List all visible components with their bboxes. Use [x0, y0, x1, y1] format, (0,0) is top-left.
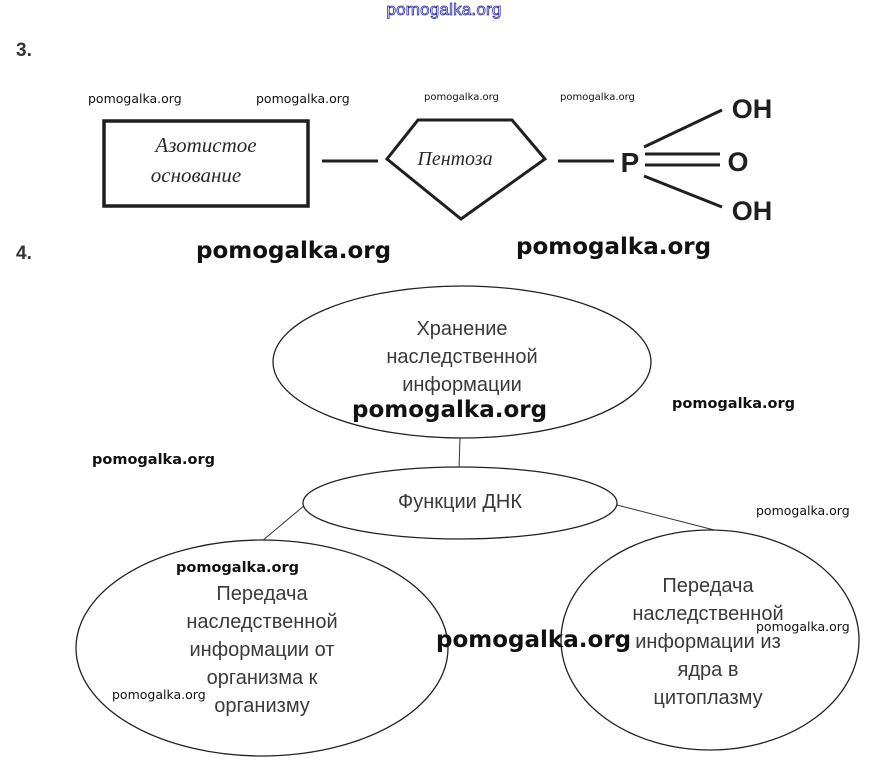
watermark: pomogalka.org [256, 91, 350, 106]
node-storage: Хранение наследственной информации [272, 285, 652, 439]
connector-right [616, 504, 719, 532]
watermark: pomogalka.org [516, 234, 712, 260]
watermark: pomogalka.org [196, 238, 392, 264]
node-right-line-5: цитоплазму [653, 687, 762, 709]
node-right-line-2: наследственной [632, 603, 783, 625]
task-4-number: 4. [16, 243, 32, 264]
watermark: pomogalka.org [92, 452, 215, 468]
dna-functions-diagram: Хранение наследственной информации Функц… [75, 285, 860, 757]
watermark: pomogalka.org [112, 687, 206, 702]
node-left-line-3: информации от [190, 639, 335, 661]
header-watermark: pomogalka.org [386, 0, 502, 19]
node-storage-ellipse [272, 285, 652, 439]
connector-top [458, 437, 461, 470]
watermark: pomogalka.org [436, 627, 632, 653]
pentose-shape: Пентоза [384, 118, 548, 221]
node-left-line-4: организма к [207, 667, 318, 689]
watermark: pomogalka.org [756, 619, 850, 634]
pentose-label: Пентоза [416, 148, 492, 170]
phosphate-group: P OH O OH [621, 94, 773, 226]
node-center: Функции ДНК [302, 466, 618, 540]
node-left: Передача наследственной информации от ор… [75, 539, 449, 757]
node-left-ellipse [75, 539, 449, 757]
connector-left [261, 504, 306, 542]
bond-p-oh-bottom [643, 174, 723, 209]
phosphorus-label: P [621, 147, 640, 178]
task-3-number: 3. [16, 40, 32, 61]
nitrogen-base-line1: Азотистое [153, 133, 256, 157]
oh-top-label: OH [732, 94, 773, 124]
node-center-label: Функции ДНК [398, 491, 522, 513]
node-right-ellipse [560, 529, 860, 751]
node-storage-line-3: информации [402, 374, 522, 396]
nitrogen-base-border [102, 119, 310, 208]
node-center-ellipse [302, 466, 618, 540]
bond-p-oh-top [643, 108, 723, 149]
node-right-line-1: Передача [662, 575, 754, 597]
watermark: pomogalka.org [560, 92, 635, 103]
node-left-line-5: организму [214, 695, 310, 717]
nitrogen-base-line2: основание [151, 163, 241, 187]
watermark: pomogalka.org [88, 91, 182, 106]
pentose-outline [384, 118, 548, 221]
node-storage-line-1: Хранение [416, 318, 507, 340]
watermark: pomogalka.org [424, 92, 499, 103]
watermark: pomogalka.org [756, 503, 850, 518]
watermark: pomogalka.org [672, 396, 795, 412]
watermark: pomogalka.org [352, 397, 548, 423]
nitrogen-base-box: Азотистое основание [102, 119, 310, 208]
node-right-line-3: информации из [635, 631, 781, 653]
node-left-line-2: наследственной [186, 611, 337, 633]
nucleotide-diagram: Азотистое основание Пентоза P OH O OH [102, 94, 773, 226]
node-left-line-1: Передача [216, 583, 308, 605]
node-right-line-4: ядра в [678, 659, 739, 681]
o-middle-label: O [727, 147, 748, 177]
watermark: pomogalka.org [176, 560, 299, 576]
oh-bottom-label: OH [732, 196, 773, 226]
node-right: Передача наследственной информации из яд… [560, 529, 860, 751]
node-storage-line-2: наследственной [386, 346, 537, 368]
